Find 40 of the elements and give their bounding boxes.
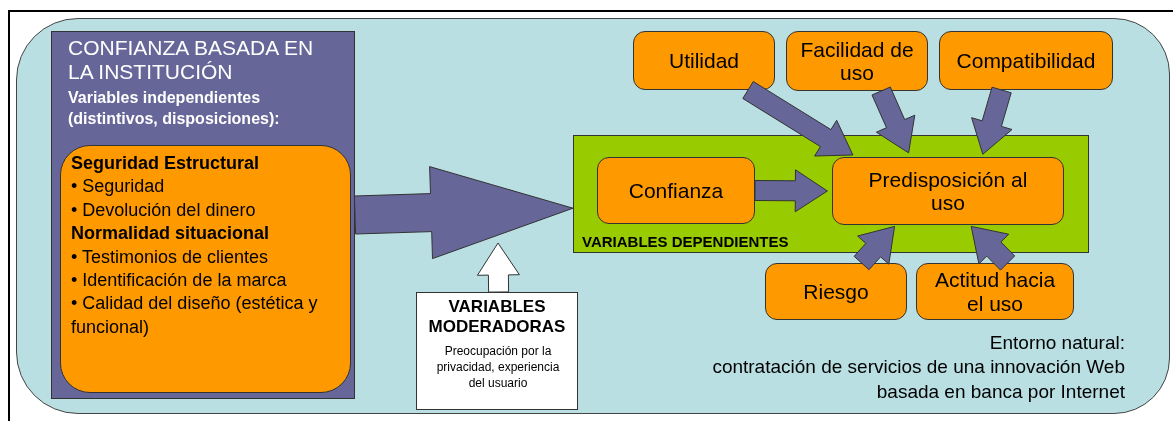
variable-label: Actitud hacia el uso bbox=[933, 268, 1057, 315]
moderator-title: VARIABLES MODERADORAS bbox=[427, 297, 567, 338]
variable-box bbox=[939, 31, 1113, 90]
moderator-description: Preocupación por la privacidad, experiencia del usuario bbox=[435, 343, 561, 392]
block-arrow bbox=[353, 166, 574, 260]
dependent-variables-panel bbox=[573, 135, 1089, 253]
variable-box bbox=[832, 157, 1064, 225]
variable-label: Riesgo bbox=[803, 279, 869, 304]
variable-label: Predisposición al uso bbox=[868, 167, 1028, 215]
panel-label: VARIABLES DEPENDIENTES bbox=[582, 233, 789, 250]
panel-subtitle: Variables independientes (distintivos, disposiciones): bbox=[68, 88, 281, 129]
block-arrow bbox=[742, 81, 854, 157]
list-item: • Seguridad bbox=[71, 175, 166, 199]
variable-box bbox=[765, 263, 907, 320]
list-item: • Testimonios de clientes bbox=[71, 245, 270, 269]
factors-box bbox=[60, 145, 351, 393]
panel-title: CONFIANZA BASADA EN LA INSTITUCIÓN bbox=[68, 36, 315, 85]
block-arrow bbox=[970, 225, 1016, 271]
variable-box bbox=[916, 263, 1074, 320]
block-arrow bbox=[871, 86, 916, 154]
list-item: • Devolución del dinero bbox=[71, 198, 257, 222]
environment-heading: Entorno natural: bbox=[988, 331, 1125, 355]
variable-label: Facilidad de uso bbox=[799, 37, 915, 85]
variable-box bbox=[633, 31, 775, 90]
variable-box bbox=[597, 157, 755, 224]
variable-label: Compatibilidad bbox=[956, 48, 1096, 73]
environment-description: contratación de servicios de una innovación Web basada en banca por Internet bbox=[711, 355, 1125, 404]
independent-variables-panel bbox=[51, 31, 355, 399]
list-item: • Identificación de la marca bbox=[71, 268, 288, 292]
moderator-box bbox=[416, 292, 578, 410]
block-arrow bbox=[853, 225, 896, 271]
variable-label: Utilidad bbox=[668, 48, 739, 73]
block-arrow bbox=[754, 169, 828, 213]
group-heading: Normalidad situacional bbox=[71, 222, 271, 246]
block-arrow bbox=[476, 242, 520, 293]
block-arrow bbox=[971, 86, 1013, 155]
list-item: • Calidad del diseño (estética y funcional) bbox=[71, 292, 319, 339]
group-heading: Seguridad Estructural bbox=[71, 152, 261, 175]
variable-box bbox=[786, 31, 928, 91]
variable-label: Confianza bbox=[628, 178, 724, 203]
